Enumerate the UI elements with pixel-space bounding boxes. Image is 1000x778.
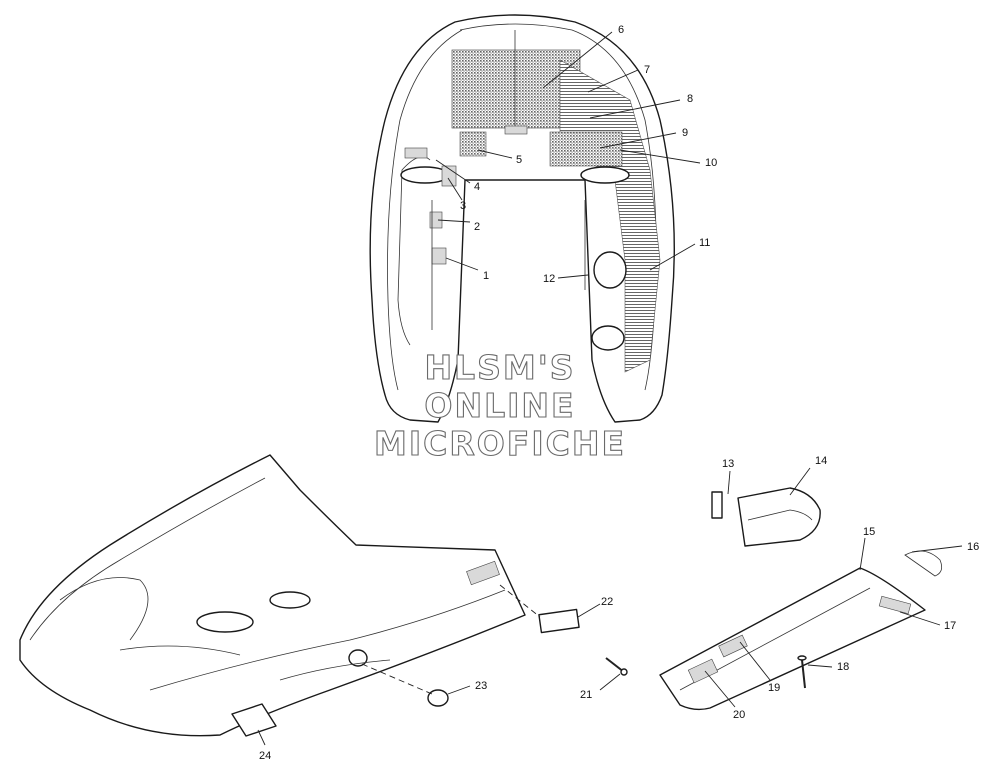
watermark-line-2: ONLINE [424, 386, 575, 425]
callout-24: 24 [259, 750, 271, 762]
callout-3: 3 [460, 200, 466, 212]
part-13 [711, 491, 723, 519]
callout-10: 10 [705, 157, 717, 169]
callout-21: 21 [580, 689, 592, 701]
callout-12: 12 [543, 273, 555, 285]
callout-6: 6 [618, 24, 624, 36]
callout-19: 19 [768, 682, 780, 694]
callout-2: 2 [474, 221, 480, 233]
callout-9: 9 [682, 127, 688, 139]
part-22-reflector [538, 608, 580, 634]
callout-numbers: 1 2 3 4 5 6 7 8 9 10 11 12 13 14 15 16 1… [259, 24, 979, 762]
part-24-plate [231, 703, 277, 737]
part-14 [737, 487, 821, 547]
callout-4: 4 [474, 181, 480, 193]
part-15-rail [659, 567, 926, 711]
watermark-line-1: HLSM'S [424, 348, 575, 387]
callout-22: 22 [601, 596, 613, 608]
callout-15: 15 [863, 526, 875, 538]
part-21-rivet [605, 657, 628, 676]
part-23-grommet [427, 689, 449, 707]
belly-pan [19, 454, 526, 737]
part-18-rivet [797, 655, 807, 689]
callout-7: 7 [644, 64, 650, 76]
callout-18: 18 [837, 661, 849, 673]
callout-20: 20 [733, 709, 745, 721]
callout-17: 17 [944, 620, 956, 632]
callout-8: 8 [687, 93, 693, 105]
callout-16: 16 [967, 541, 979, 553]
callout-1: 1 [483, 270, 489, 282]
watermark: HLSM'S ONLINE MICROFICHE [373, 347, 626, 463]
watermark-line-3: MICROFICHE [374, 424, 626, 463]
callout-13: 13 [722, 458, 734, 470]
callout-23: 23 [475, 680, 487, 692]
part-16-clip [904, 550, 943, 577]
callout-14: 14 [815, 455, 827, 467]
callout-5: 5 [516, 154, 522, 166]
part-17-pad [878, 595, 912, 615]
leader-lines [257, 31, 963, 746]
callout-11: 11 [699, 237, 710, 249]
